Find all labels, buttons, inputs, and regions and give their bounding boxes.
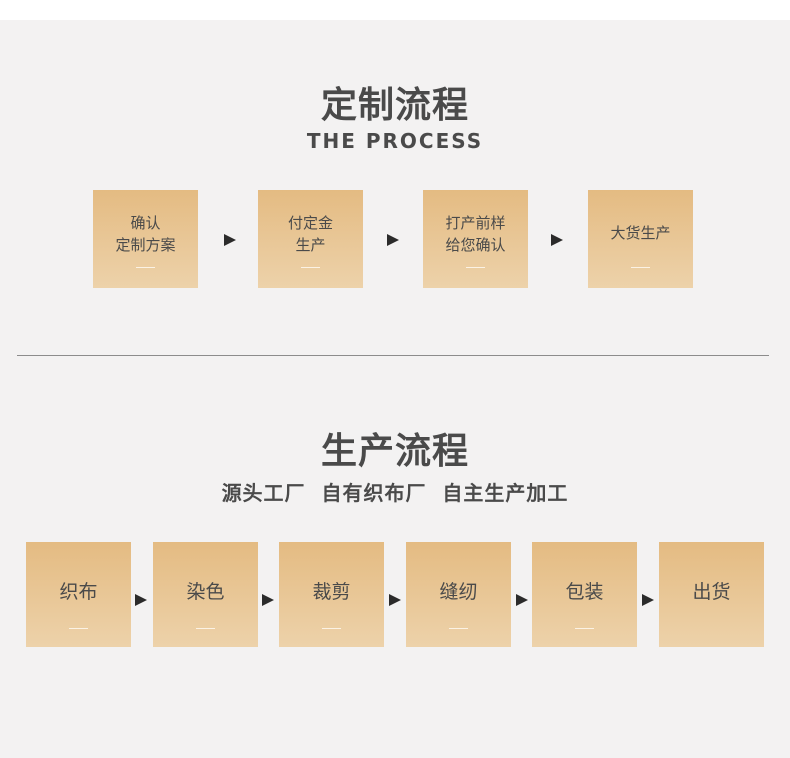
custom-step-1-line2: 定制方案 — [115, 236, 176, 254]
arrow-right-icon — [262, 594, 274, 606]
custom-step-4: 大货生产 — [588, 190, 693, 288]
step-dash — [322, 628, 341, 629]
step-dash — [631, 267, 650, 268]
custom-step-2-line2: 生产 — [295, 236, 326, 254]
production-step-5-label: 包装 — [565, 581, 604, 603]
step-dash — [575, 628, 594, 629]
section-divider — [17, 355, 769, 356]
production-step-6-label: 出货 — [692, 581, 731, 603]
production-step-5: 包装 — [532, 542, 637, 647]
arrow-right-icon — [135, 594, 147, 606]
production-step-1: 织布 — [26, 542, 131, 647]
production-step-4-label: 缝纫 — [439, 581, 478, 603]
custom-step-2-line1: 付定金 — [287, 214, 333, 232]
production-process-subtitle: 源头工厂 自有织布厂 自主生产加工 — [221, 481, 569, 505]
arrow-right-icon — [551, 234, 563, 246]
arrow-right-icon — [389, 594, 401, 606]
production-step-2-label: 染色 — [186, 581, 225, 603]
custom-step-1-line1: 确认 — [130, 214, 161, 232]
step-dash — [449, 628, 468, 629]
custom-step-3-line1: 打产前样 — [445, 214, 506, 232]
production-step-6: 出货 — [659, 542, 764, 647]
arrow-right-icon — [387, 234, 399, 246]
content-panel — [0, 20, 790, 758]
arrow-right-icon — [642, 594, 654, 606]
arrow-right-icon — [516, 594, 528, 606]
production-step-4: 缝纫 — [406, 542, 511, 647]
custom-process-title: 定制流程 — [320, 85, 469, 126]
custom-step-3: 打产前样 给您确认 — [423, 190, 528, 288]
step-dash — [196, 628, 215, 629]
step-dash — [69, 628, 88, 629]
custom-process-subtitle: THE PROCESS — [306, 129, 484, 153]
production-step-3: 裁剪 — [279, 542, 384, 647]
production-step-2: 染色 — [153, 542, 258, 647]
step-dash — [301, 267, 320, 268]
production-process-title: 生产流程 — [320, 431, 469, 472]
custom-step-4-line1: 大货生产 — [610, 224, 671, 242]
step-dash — [466, 267, 485, 268]
custom-step-3-line2: 给您确认 — [445, 236, 506, 254]
production-step-3-label: 裁剪 — [312, 581, 351, 603]
production-step-1-label: 织布 — [59, 581, 98, 603]
arrow-right-icon — [224, 234, 236, 246]
custom-step-1: 确认 定制方案 — [93, 190, 198, 288]
custom-step-2: 付定金 生产 — [258, 190, 363, 288]
step-dash — [136, 267, 155, 268]
